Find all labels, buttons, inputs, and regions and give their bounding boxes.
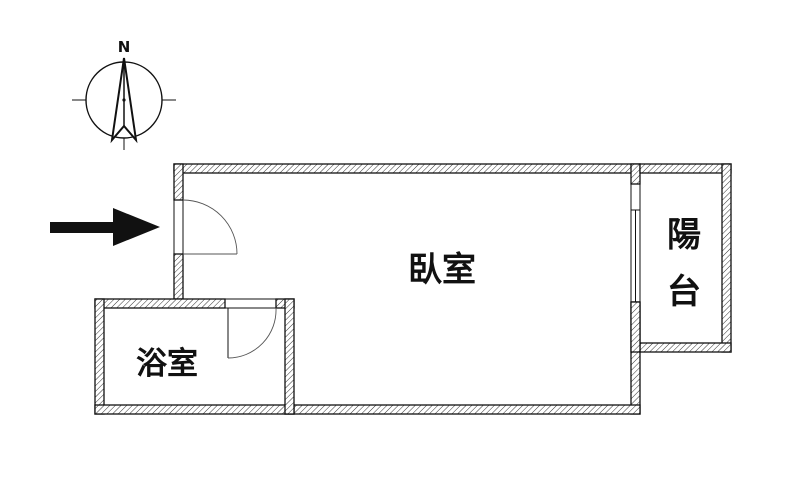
bathroom-label: 浴室 xyxy=(136,346,198,382)
bathroom-door xyxy=(224,298,277,359)
entrance-door xyxy=(173,199,238,255)
north-compass-icon: N xyxy=(72,38,176,150)
bedroom-label: 臥室 xyxy=(408,250,476,290)
balcony-label-line1: 陽 xyxy=(667,215,701,255)
entry-arrow-icon xyxy=(50,208,160,246)
balcony-opening xyxy=(630,183,641,303)
balcony-label-line2: 台 xyxy=(667,272,701,312)
compass-north-label: N xyxy=(118,38,131,56)
walls xyxy=(94,163,732,415)
